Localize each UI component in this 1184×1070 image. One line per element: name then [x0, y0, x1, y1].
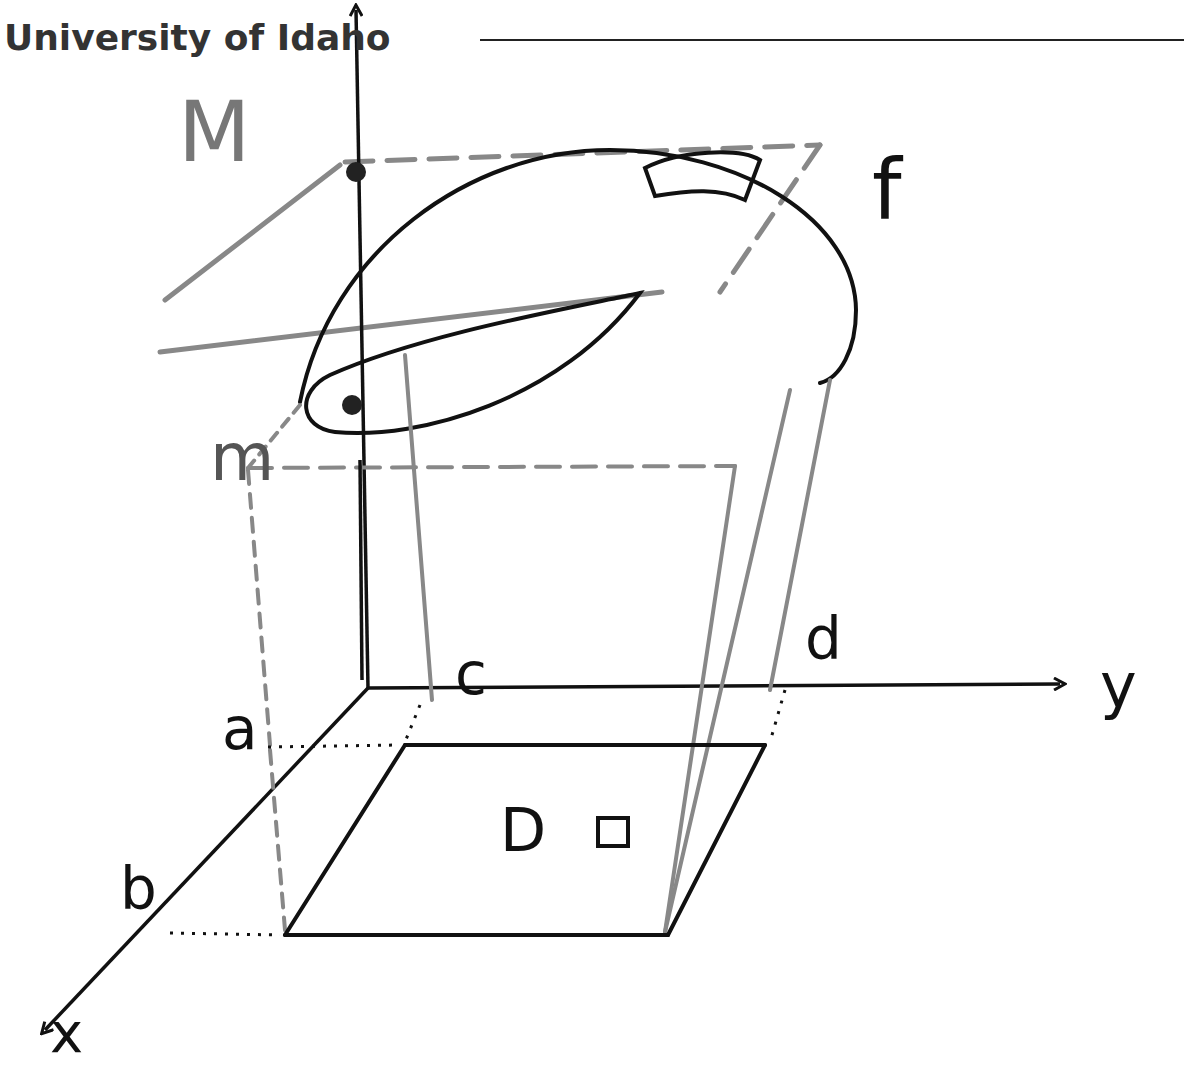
- interval-label: c: [455, 645, 487, 703]
- region-label: D: [500, 800, 546, 860]
- axis-label: x: [50, 1005, 83, 1061]
- min-label: m: [210, 425, 274, 491]
- interval-label: d: [805, 610, 842, 668]
- function-label: f: [872, 148, 902, 232]
- axis-label: y: [1100, 655, 1137, 717]
- university-logo: University of Idaho: [4, 20, 391, 56]
- interval-label: a: [222, 700, 258, 758]
- interval-label: b: [120, 860, 157, 918]
- max-label: M: [178, 90, 250, 174]
